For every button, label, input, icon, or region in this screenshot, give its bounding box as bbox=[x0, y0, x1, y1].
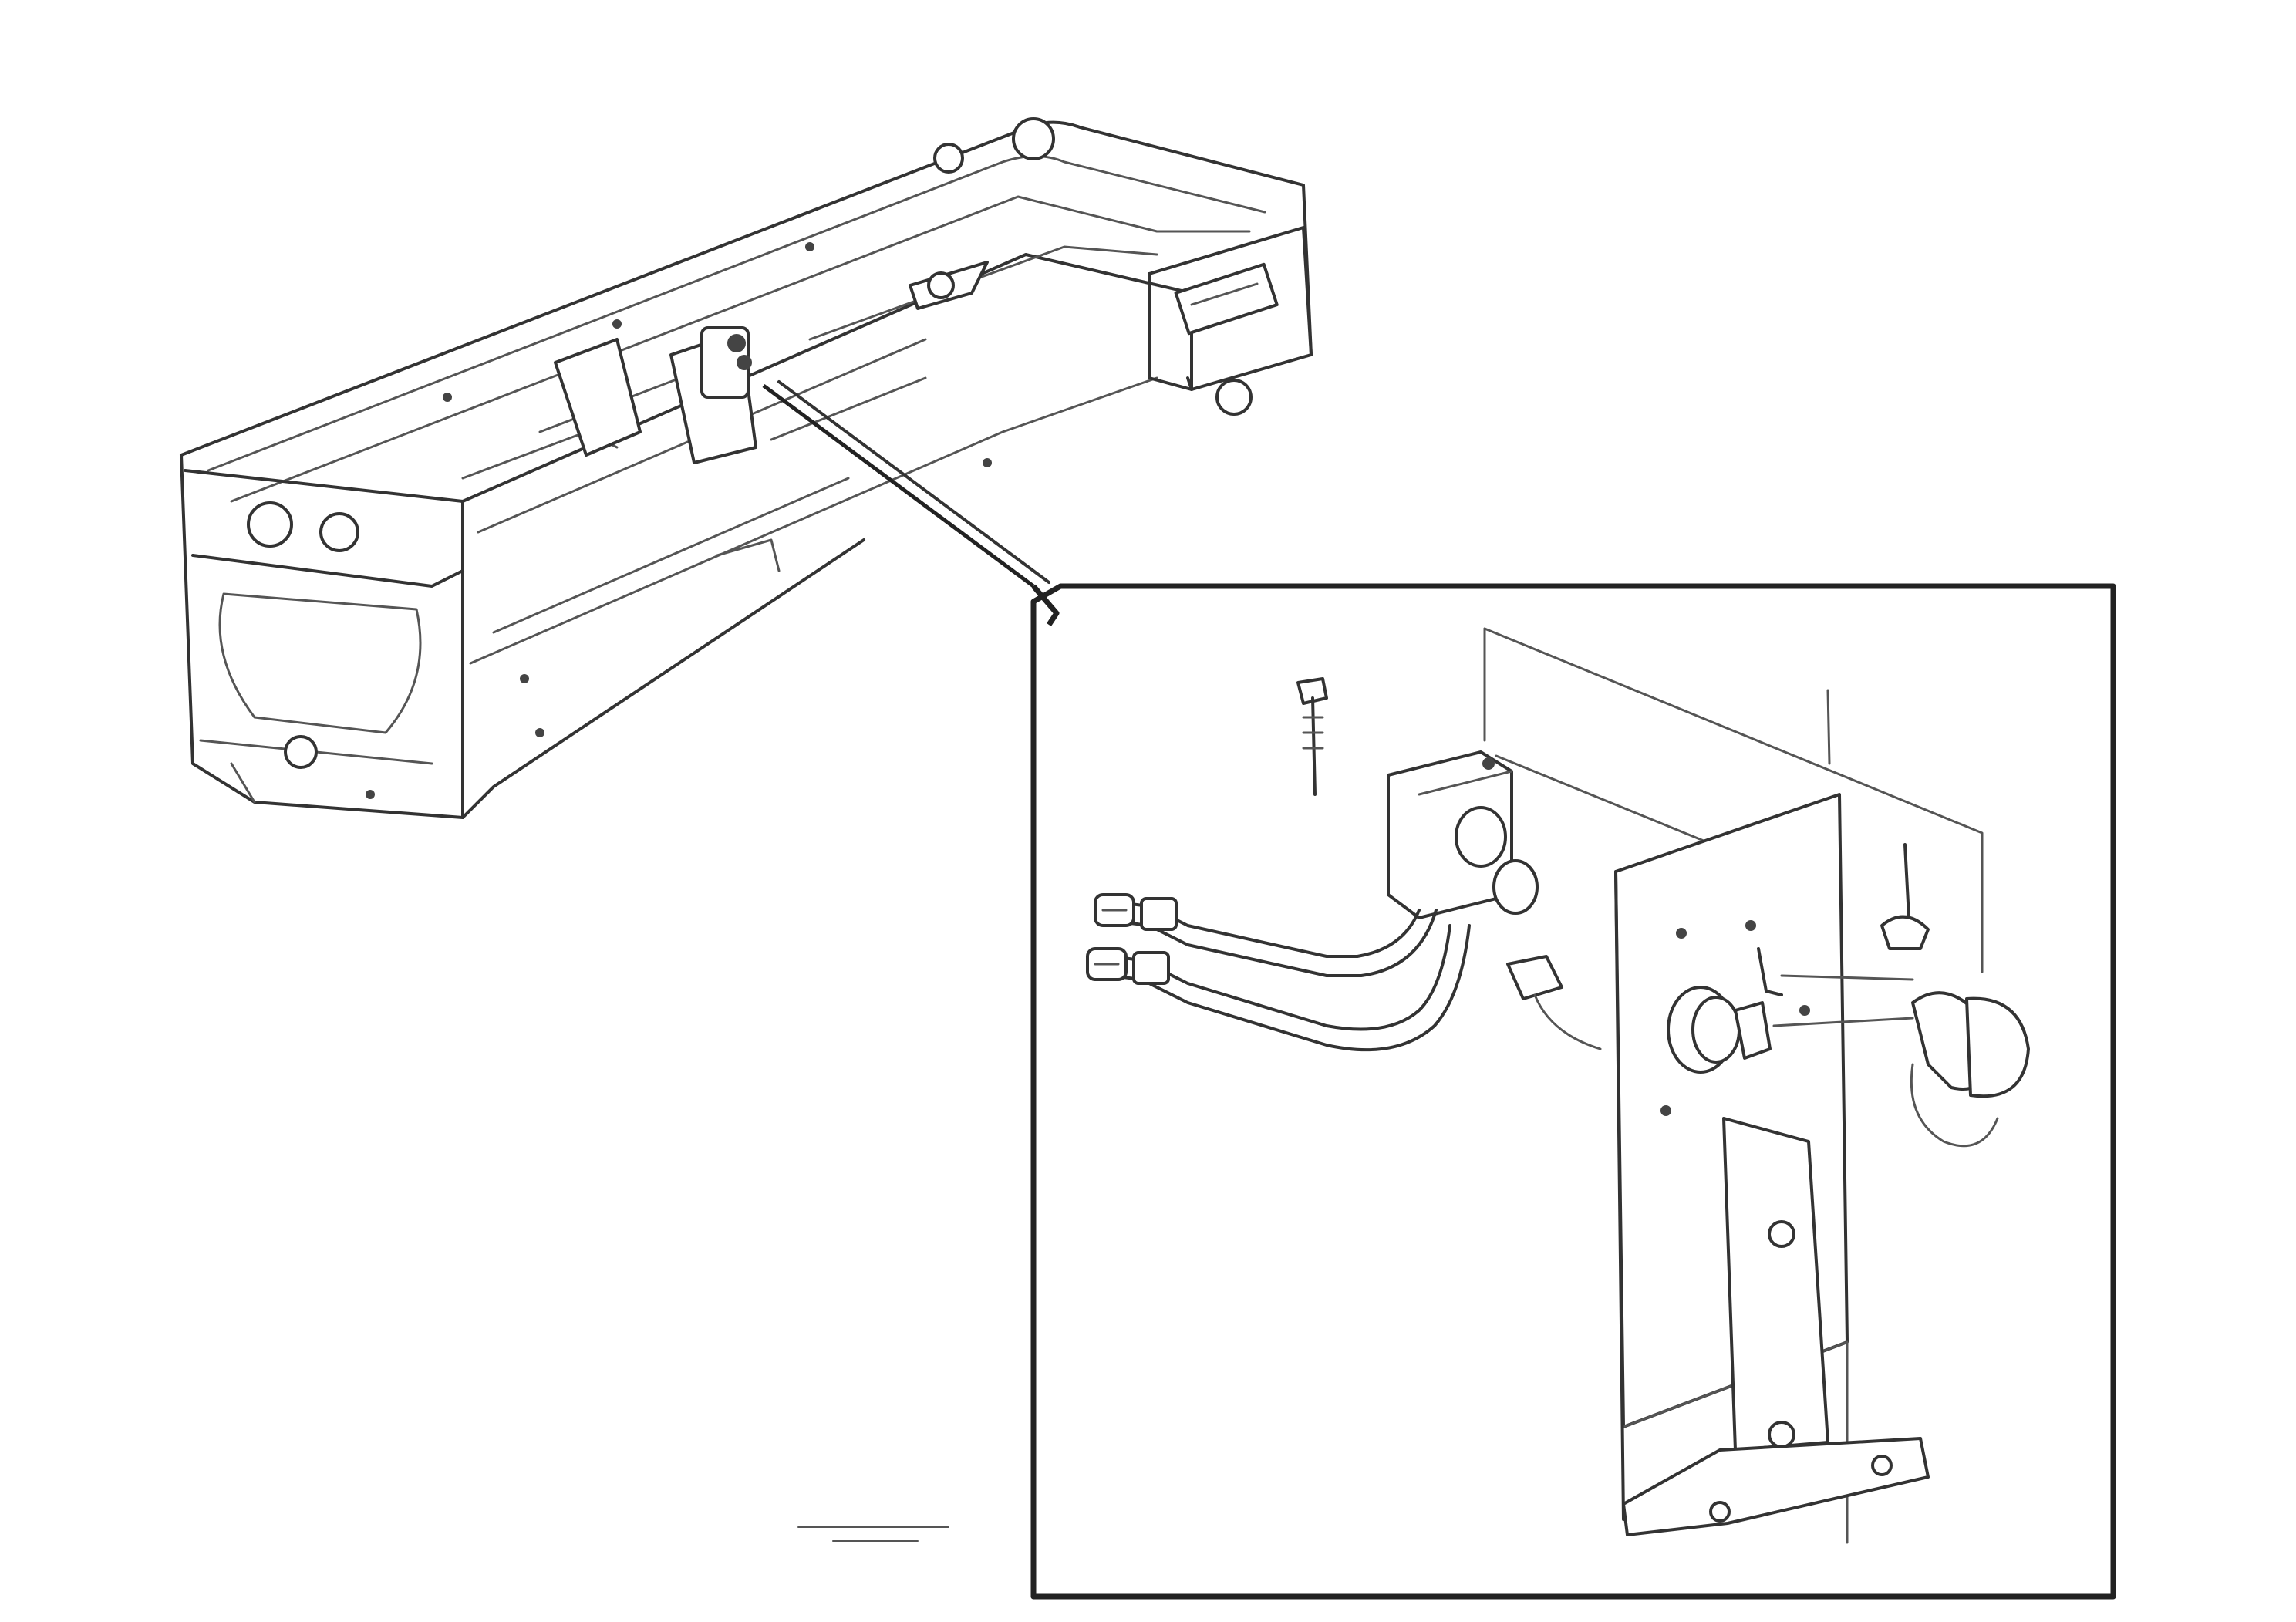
detail-inset-frame-icon bbox=[1030, 583, 2116, 1600]
sensor-switch-icon bbox=[1667, 947, 1783, 1074]
hose-lines-icon bbox=[1086, 893, 1602, 1052]
drawing-code-mark bbox=[797, 1526, 949, 1542]
chassis-frame-icon bbox=[180, 117, 1313, 819]
detail-leader-line bbox=[762, 380, 1060, 626]
bracket-assembly-icon bbox=[1296, 627, 2030, 1544]
